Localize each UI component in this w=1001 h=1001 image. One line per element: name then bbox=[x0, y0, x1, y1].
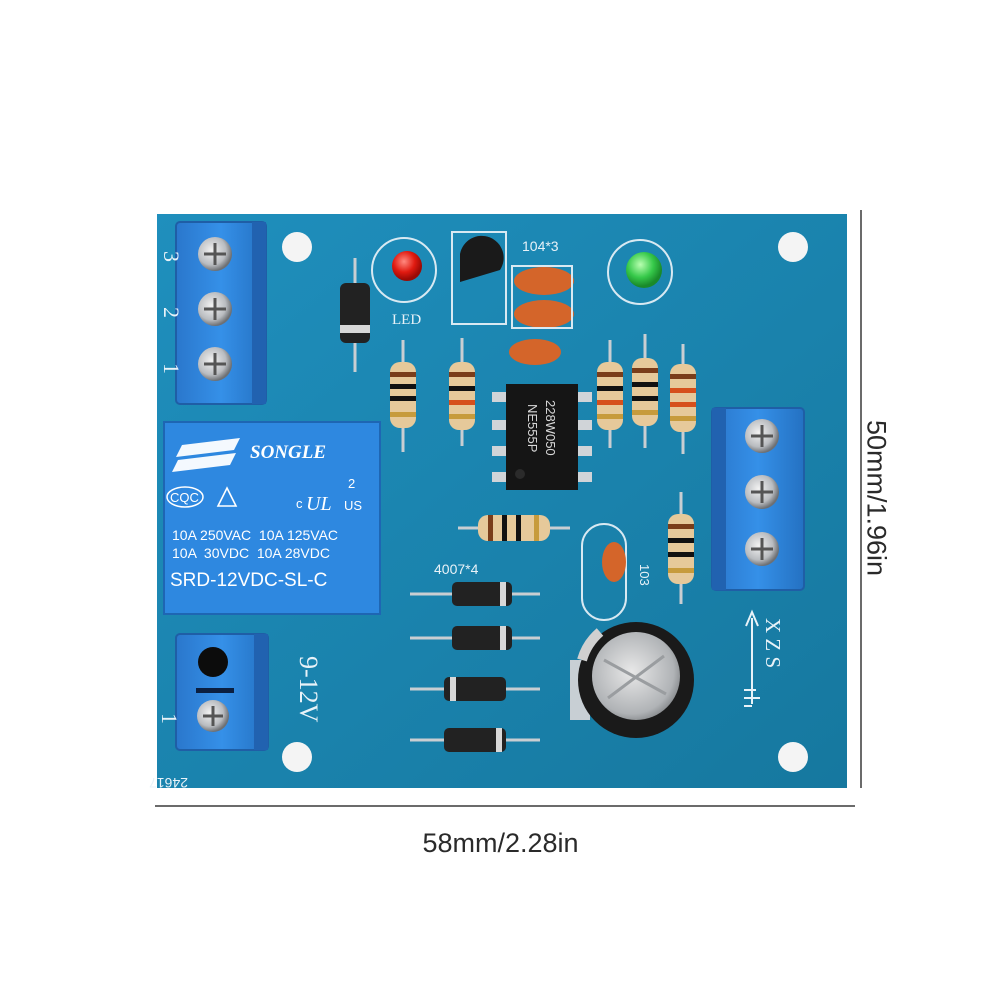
relay-cert-cqc: CQC bbox=[170, 490, 199, 505]
board-id-label: 24617 bbox=[149, 775, 188, 791]
terminal-block-top-left bbox=[175, 221, 267, 405]
resistor bbox=[390, 340, 416, 452]
chip-marking-2: NE555P bbox=[525, 404, 540, 452]
width-label: 58mm/2.28in bbox=[422, 828, 579, 858]
transistor bbox=[460, 235, 504, 282]
led-label: LED bbox=[392, 312, 421, 328]
cap-103-label: 103 bbox=[637, 564, 652, 586]
relay-rating-1: 10A 250VAC 10A 125VAC bbox=[172, 527, 338, 543]
power-terminal-block bbox=[175, 633, 269, 751]
resistor bbox=[449, 338, 475, 446]
diode-top bbox=[340, 258, 370, 372]
mounting-hole bbox=[282, 232, 312, 262]
ceramic-capacitor bbox=[514, 267, 574, 295]
resistor bbox=[668, 492, 694, 604]
ul-mark-icon: UL bbox=[306, 493, 332, 515]
mounting-hole bbox=[282, 742, 312, 772]
diode bbox=[410, 582, 540, 606]
pin-label: 2 bbox=[159, 307, 184, 318]
electrolytic-capacitor bbox=[577, 622, 694, 738]
pin-label: 1 bbox=[159, 363, 184, 374]
diode bbox=[410, 677, 540, 701]
resistor bbox=[670, 344, 696, 454]
songle-logo-icon bbox=[172, 438, 240, 472]
mounting-hole bbox=[778, 232, 808, 262]
resistor bbox=[458, 515, 570, 541]
voltage-label: 9-12V bbox=[294, 656, 323, 723]
diode-label: 4007*4 bbox=[434, 561, 479, 577]
relay: SONGLE CQC c UL 2 US 10A 250VAC 10A 125V… bbox=[163, 421, 381, 615]
pin-label: 1 bbox=[157, 713, 182, 724]
chip-marking-1: 228W050 bbox=[543, 400, 558, 456]
relay-rating-2: 10A 30VDC 10A 28VDC bbox=[172, 545, 330, 561]
relay-cert-c: c bbox=[296, 496, 303, 511]
resistor bbox=[632, 334, 658, 448]
resistor bbox=[597, 340, 623, 448]
ceramic-capacitor bbox=[514, 300, 574, 328]
green-led bbox=[626, 252, 662, 288]
relay-brand: SONGLE bbox=[250, 442, 326, 463]
relay-model: SRD-12VDC-SL-C bbox=[170, 570, 327, 591]
red-led bbox=[392, 251, 422, 281]
relay-cert-us: US bbox=[344, 498, 362, 513]
mounting-hole bbox=[778, 742, 808, 772]
ceramic-capacitor bbox=[602, 542, 626, 582]
ic-chip: 228W050 NE555P bbox=[492, 384, 592, 490]
relay-cert-2: 2 bbox=[348, 476, 355, 491]
ceramic-capacitor bbox=[509, 339, 561, 365]
diode bbox=[410, 626, 540, 650]
terminal-hole-icon bbox=[198, 647, 228, 677]
diode bbox=[410, 728, 540, 752]
pin-label: 3 bbox=[159, 251, 184, 262]
height-label: 50mm/1.96in bbox=[861, 419, 892, 577]
cap-label: 104*3 bbox=[522, 238, 559, 254]
terminal-block-right bbox=[711, 407, 805, 591]
warning-triangle-icon bbox=[216, 486, 238, 507]
sensor-label: X Z S bbox=[761, 618, 785, 668]
